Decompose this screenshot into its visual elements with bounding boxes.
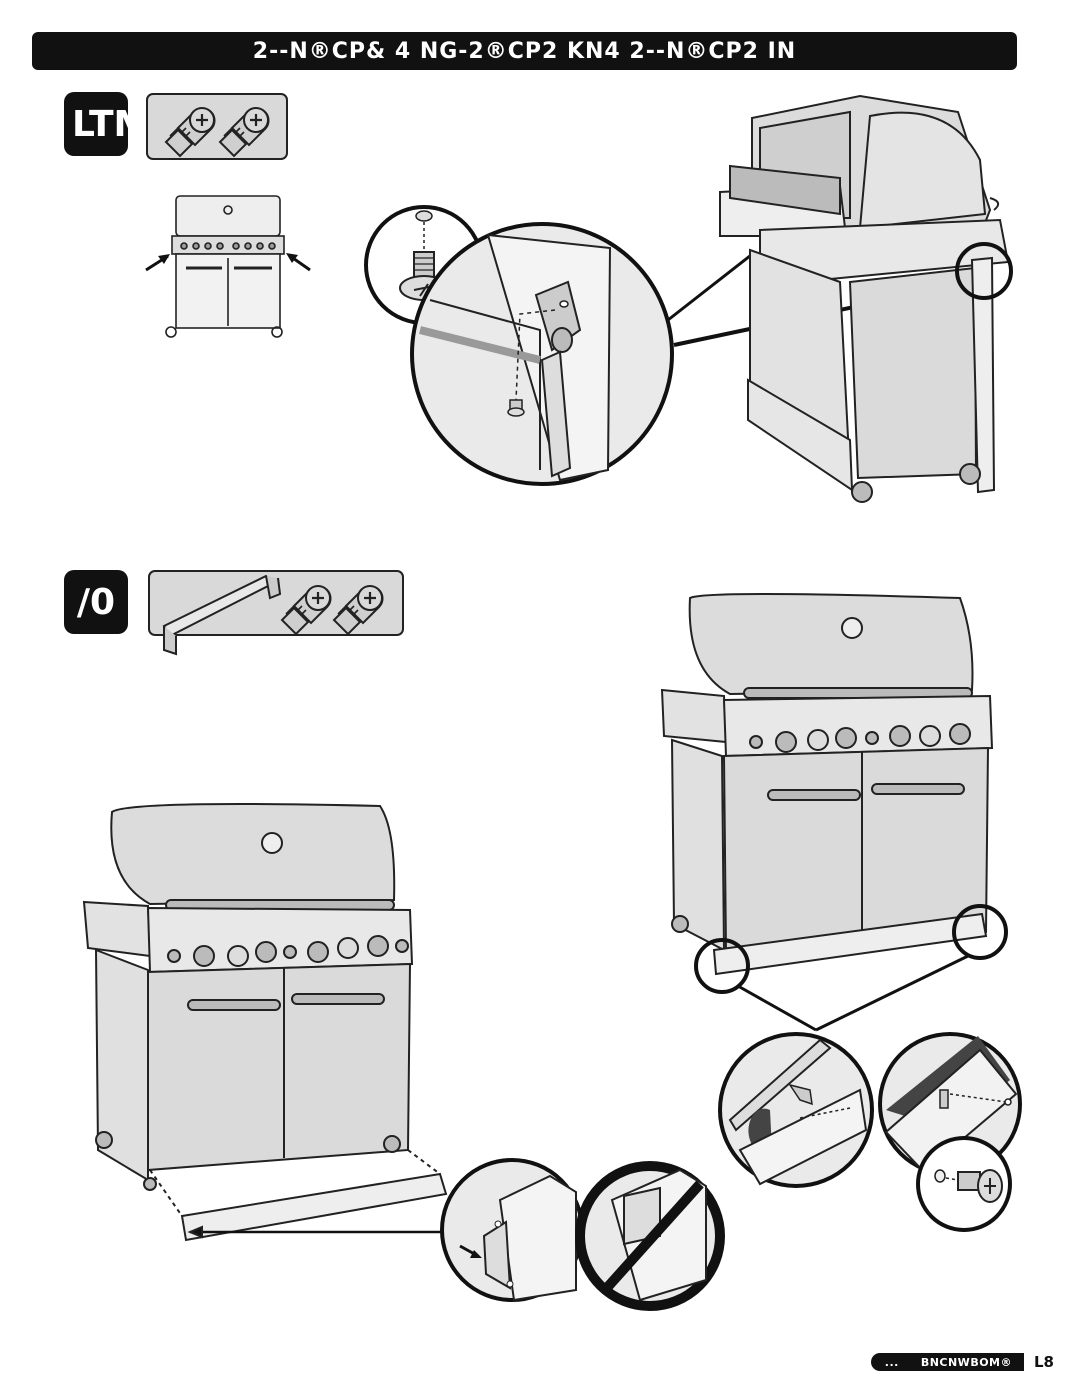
rail-left-detail-callout	[718, 1032, 874, 1188]
page-title: 2--N®CP& 4 NG-2®CP2 KN4 2--N®CP2 IN	[32, 32, 1017, 70]
page-number: L8	[1034, 1353, 1054, 1371]
screw-icon	[280, 584, 332, 636]
step-number-badge: LTM	[64, 92, 128, 156]
grill-installed-view	[660, 593, 1008, 1032]
brand-name: BNCNWBOM®	[920, 1355, 1012, 1369]
correct-orientation-callout	[440, 1158, 584, 1302]
step-number-badge: /0	[64, 570, 128, 634]
prohibited-icon	[575, 1161, 725, 1311]
grill-thumbnail	[165, 195, 285, 338]
footer: ... BNCNWBOM® L8	[870, 1353, 1054, 1371]
screw-detail-callout	[916, 1136, 1012, 1232]
rail-right-detail-callout	[878, 1032, 1022, 1176]
screw-icon	[332, 584, 384, 636]
bracket-rail-icon	[162, 574, 282, 656]
screw-icon	[164, 106, 216, 158]
bracket-detail-callout	[410, 222, 959, 486]
brand-tag: ... BNCNWBOM®	[870, 1353, 1024, 1371]
grill-front-view	[82, 803, 448, 1242]
arrow-icon	[145, 253, 311, 272]
grill-angled-view	[719, 94, 1013, 503]
screw-icon	[218, 106, 270, 158]
footer-dots: ...	[884, 1355, 899, 1369]
